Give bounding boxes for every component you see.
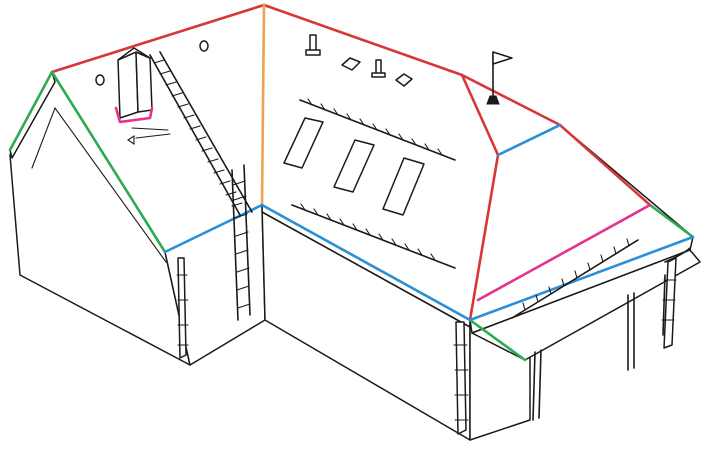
snow-guard-lower-teeth (300, 203, 436, 261)
eave-edge-porch (468, 235, 695, 322)
roof-vent-icon (95, 34, 413, 87)
ridge-line-left (50, 3, 266, 74)
skylight-2 (333, 139, 375, 193)
hip-line-upper (460, 73, 562, 127)
ladder-icon (149, 51, 253, 321)
snow-guard-lower (291, 204, 456, 269)
hip-line-right (558, 123, 652, 207)
snow-guard-porch (511, 239, 639, 319)
eave-edge-front (260, 203, 472, 322)
downspout-center (455, 321, 467, 435)
porch-fascia-lower (471, 249, 701, 361)
chimney-side (135, 51, 153, 113)
skylight-icon (283, 117, 425, 216)
chimney-top (117, 47, 151, 61)
downspout-left-brackets (176, 274, 189, 346)
vent-left-1 (95, 74, 105, 86)
flashing-line-porch (476, 203, 652, 302)
porch-post-1b (538, 349, 542, 419)
gutter-right (664, 247, 691, 263)
vent-left-2 (199, 40, 209, 52)
skylight-1 (283, 117, 324, 169)
box-vent-2 (395, 73, 413, 87)
pipe-vent-1-cap (305, 49, 321, 56)
ladder-rungs (153, 59, 243, 207)
downspout-left (177, 257, 187, 359)
chimney-cricket-arrow (127, 134, 135, 146)
chimney-icon (114, 47, 171, 146)
skylight-3 (382, 157, 425, 216)
rake-edge-porch (468, 318, 527, 362)
ladder-rail-left (149, 54, 241, 216)
snow-guard-upper-teeth (307, 98, 443, 156)
wall-ladder-rungs (232, 180, 251, 309)
ladder-rail-right (159, 51, 253, 213)
flag-icon (486, 51, 513, 105)
wall-ladder-rail-left (231, 169, 239, 321)
wall-ladder-rail-right (243, 164, 251, 316)
roof-edges (8, 3, 695, 362)
chimney-flashing (114, 106, 154, 124)
downspout-center-brackets (453, 344, 469, 421)
ridge-line-right (262, 3, 464, 77)
valley-line (260, 3, 266, 207)
flag-base (486, 95, 500, 105)
rake-edge-gable (50, 70, 167, 254)
eave-edge-hip (496, 123, 562, 157)
rake-edge-right (648, 203, 695, 239)
flag-cloth (492, 51, 513, 65)
chimney-front (117, 51, 139, 119)
porch-post-3 (662, 274, 666, 336)
pipe-vent-2-cap (371, 72, 386, 78)
gutter-front (261, 211, 471, 328)
downspout-right-brackets (661, 279, 677, 321)
snow-guard-icon (291, 98, 639, 319)
rake-edge-left (8, 70, 54, 152)
box-vent-1 (341, 57, 361, 71)
porch-post-1 (532, 351, 536, 421)
gable-wall-inner-line (31, 106, 167, 263)
snow-guard-porch-teeth (522, 238, 630, 311)
chimney-cricket (131, 127, 171, 139)
